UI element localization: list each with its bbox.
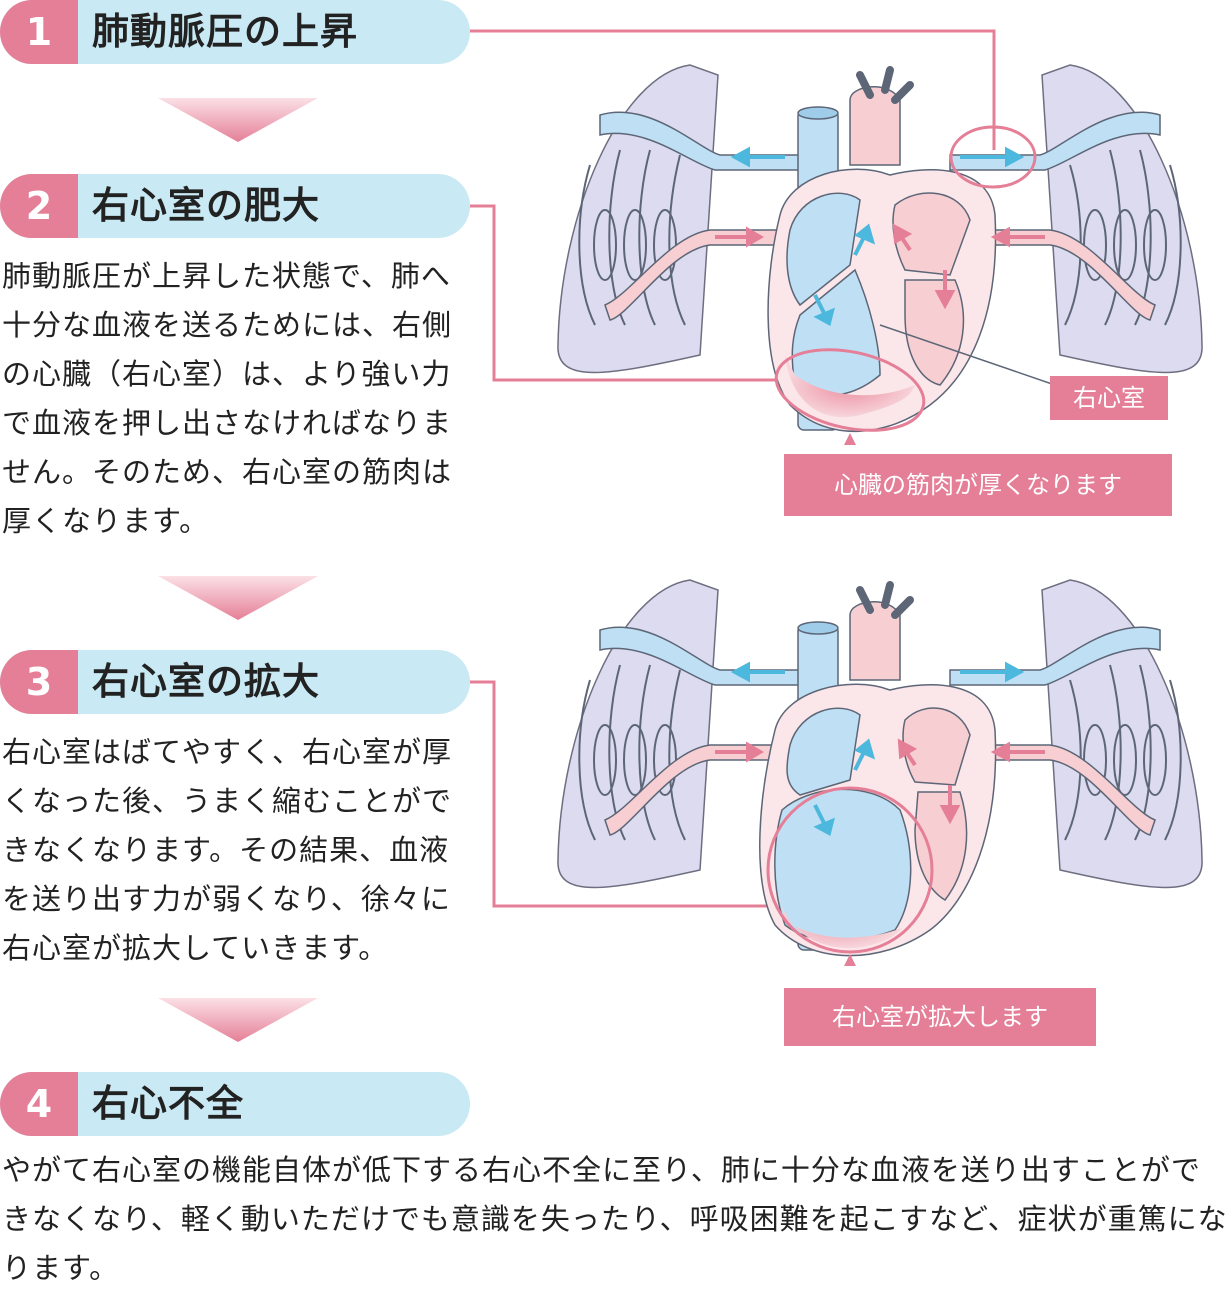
enlarged-ventricle-highlight [766, 786, 934, 954]
down-arrow-icon [158, 998, 318, 1042]
step-3-description: 右心室はばてやすく、右心室が厚くなった後、うまく縮むことができなくなります。その… [2, 735, 453, 965]
ventricle-wall-highlight [774, 348, 926, 432]
step-2-description: 肺動脈圧が上昇した状態で、肺へ十分な血液を送るためには、右側の心臓（右心室）は、… [2, 259, 453, 538]
step-title: 肺動脈圧の上昇 [92, 10, 358, 53]
step-pill [0, 174, 470, 238]
step-3-header: 3 右心室の拡大 [0, 650, 470, 714]
left-lung [557, 64, 719, 374]
muscle-thickens-label: 心臓の筋肉が厚くなります [784, 454, 1172, 516]
step-1-header: 1 肺動脈圧の上昇 [0, 0, 470, 64]
step-number: 4 [0, 1072, 78, 1136]
down-arrow-icon [158, 98, 318, 142]
step-number: 1 [0, 0, 78, 64]
right-lung [1041, 64, 1203, 374]
step-pill [0, 1072, 470, 1136]
down-arrow-icon [158, 576, 318, 620]
step-pill [0, 0, 470, 64]
heart-diagram-hypertrophy [557, 64, 1203, 445]
pulmonary-artery-highlight [949, 125, 1037, 189]
step-number: 3 [0, 650, 78, 714]
step-title: 右心不全 [92, 1082, 244, 1125]
step-title: 右心室の拡大 [92, 660, 320, 703]
step-title: 右心室の肥大 [92, 184, 320, 227]
step-number: 2 [0, 174, 78, 238]
heart-diagram-enlargement [557, 579, 1203, 966]
step-2-header: 2 右心室の肥大 [0, 174, 470, 238]
step-4-header: 4 右心不全 [0, 1072, 470, 1136]
ventricle-enlarges-label: 右心室が拡大します [784, 988, 1096, 1046]
step-4-description: やがて右心室の機能自体が低下する右心不全に至り、肺に十分な血液を送り出すことがで… [2, 1153, 1228, 1285]
step-pill [0, 650, 470, 714]
right-ventricle-label: 右心室 [1050, 376, 1168, 420]
